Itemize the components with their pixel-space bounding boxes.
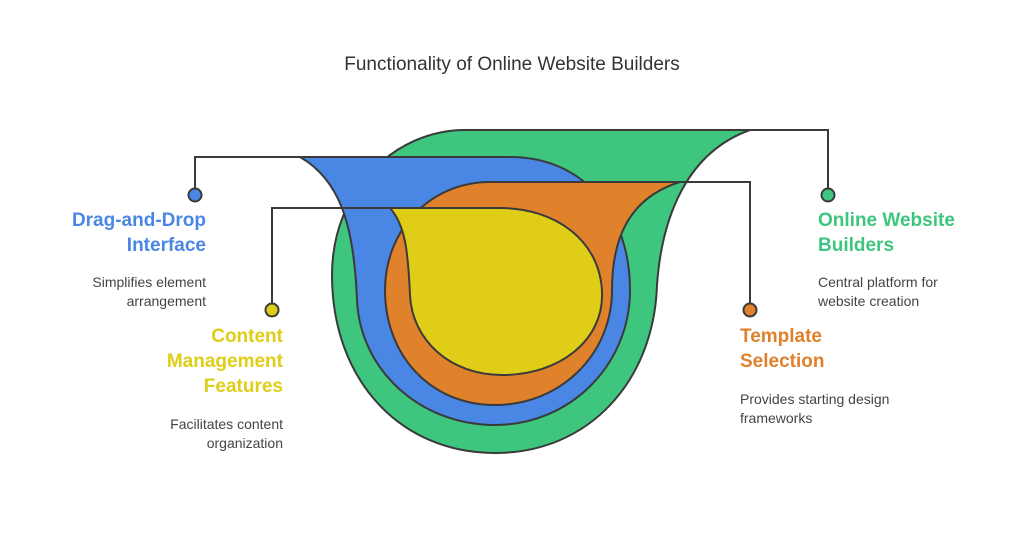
description-line: website creation [818,293,920,309]
content-management-features-title: Content Management Features [167,324,283,399]
content-management-features-description: Facilitates content organization [170,415,283,453]
title-line: Features [203,376,283,397]
dot-content-management [264,302,280,318]
dot-online-website-builders [820,187,836,203]
description-line: organization [206,435,283,451]
template-selection-description: Provides starting design frameworks [740,390,889,428]
online-website-builders-description: Central platform for website creation [818,273,938,311]
dot-template-selection [742,302,758,318]
yellow-funnel-shape [387,207,604,377]
title-line: Selection [740,351,825,372]
description-line: Provides starting design [740,391,890,407]
online-website-builders-title: Online Website Builders [818,208,955,258]
title-line: Builders [818,235,895,256]
title-line: Template [740,326,823,347]
drag-and-drop-interface-description: Simplifies element arrangement [92,273,206,311]
description-line: Central platform for [818,274,938,290]
title-line: Online Website [818,210,955,231]
connector-line-template-selection [680,181,751,310]
description-line: Simplifies element [92,274,206,290]
description-line: Facilitates content [170,416,283,432]
title-line: Drag-and-Drop [71,210,206,231]
connector-line-content-management [271,207,390,310]
diagram-title: Functionality of Online Website Builders [344,54,680,75]
description-line: frameworks [740,410,813,426]
drag-and-drop-interface-title: Drag-and-Drop Interface [72,208,206,258]
title-line: Content [211,326,283,347]
title-line: Management [166,351,283,372]
connector-line-drag-and-drop [194,156,300,195]
title-line: Interface [126,235,206,256]
dot-drag-and-drop [187,187,203,203]
connector-line-online-website-builders [750,129,829,195]
template-selection-title: Template Selection [740,324,824,374]
description-line: arrangement [126,293,206,309]
